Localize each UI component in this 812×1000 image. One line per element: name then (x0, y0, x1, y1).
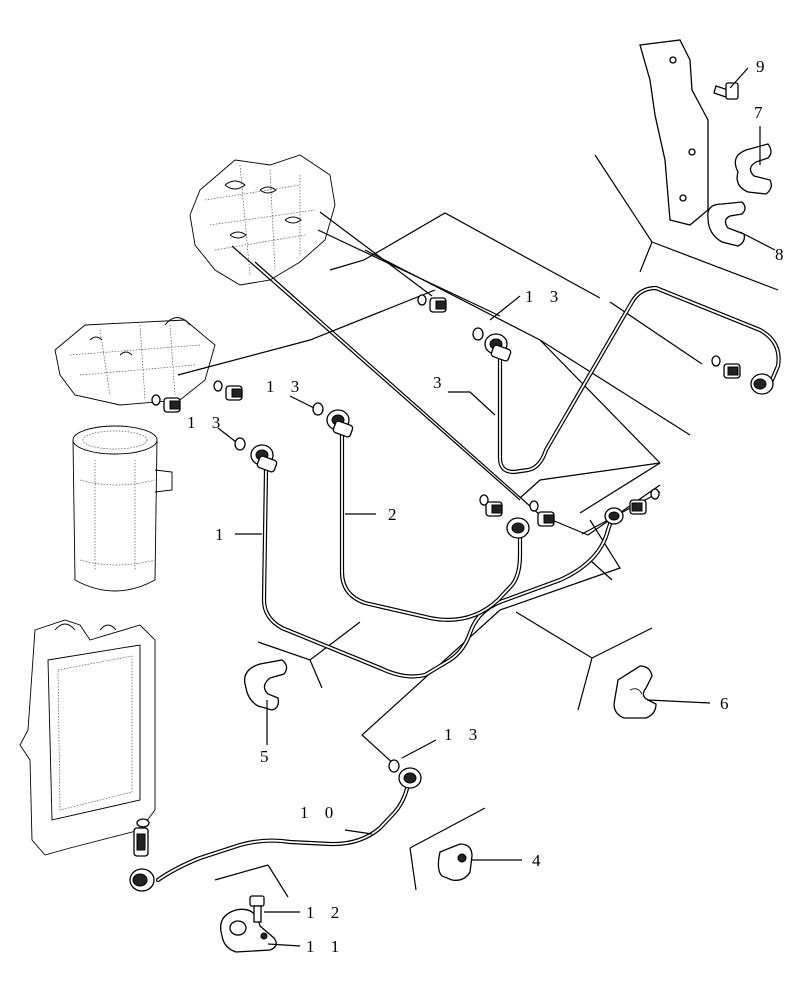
clamp-5 (243, 659, 288, 711)
pipe-3 (497, 285, 781, 475)
control-valve-block (54, 317, 216, 406)
bolt-9 (713, 82, 739, 100)
clamp-11 (219, 908, 277, 953)
callout-11: 1 1 (306, 937, 345, 956)
callout-9: 9 (756, 57, 771, 76)
pipe-nut-3-end (750, 373, 774, 395)
callout-8: 8 (775, 245, 790, 264)
o-rings (136, 294, 721, 828)
pipe-nut-10-end (129, 868, 155, 892)
clamp-8 (707, 201, 746, 247)
leader-lines (177, 154, 779, 898)
pipe-10 (155, 781, 411, 883)
callout-3: 3 (433, 373, 448, 392)
callout-7: 7 (754, 103, 769, 122)
callout-5: 5 (260, 747, 275, 766)
clip-4 (437, 843, 473, 881)
pipe-1 (261, 467, 615, 679)
callout-13-bottom: 1 3 (444, 725, 483, 744)
callout-1: 1 (215, 525, 230, 544)
pipe-nut-2-end (506, 517, 530, 539)
pipe-nut-2 (326, 409, 354, 438)
pipe-nut-1-end (604, 507, 624, 525)
pipe-nut-3-top (484, 333, 512, 362)
callout-13-top: 1 3 (525, 287, 564, 306)
pipe-2 (339, 429, 523, 622)
mounting-bracket (639, 39, 709, 226)
callout-13-center: 1 3 (266, 377, 305, 396)
callout-12: 1 2 (306, 903, 345, 922)
callout-10: 1 0 (300, 803, 339, 822)
callout-2: 2 (388, 505, 403, 524)
radiator-frame (19, 619, 156, 856)
callout-leaders (217, 67, 776, 947)
callout-6: 6 (720, 694, 735, 713)
clamp-7 (734, 143, 772, 195)
clamp-6 (613, 665, 657, 719)
pipe-nut-1 (250, 444, 278, 473)
hydraulic-pump-assembly (189, 154, 336, 286)
callout-labels: 1 2 3 4 5 6 7 8 9 1 0 1 1 1 2 1 3 1 3 1 … (187, 57, 790, 956)
adapter-fittings (133, 297, 741, 857)
oil-filter (72, 425, 173, 592)
callout-4: 4 (532, 851, 547, 870)
callout-13-left: 1 3 (187, 413, 226, 432)
bolt-12 (249, 895, 265, 923)
pipe-nut-10-top (398, 767, 422, 789)
